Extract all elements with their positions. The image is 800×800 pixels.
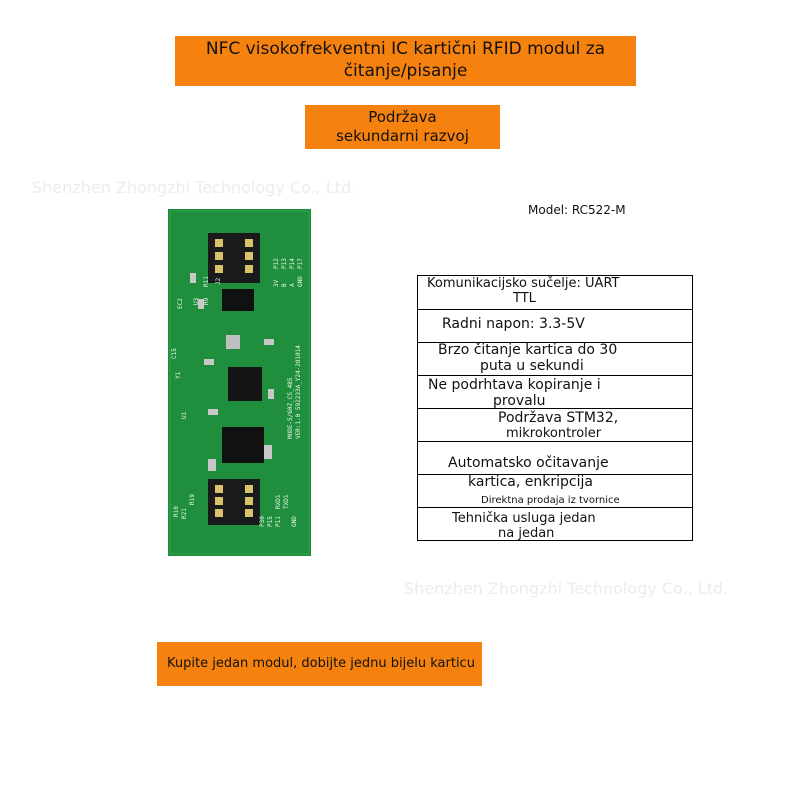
- factory-direct-note: Direktna prodaja iz tvornice: [481, 495, 620, 506]
- part-label-j2: J2: [215, 277, 222, 285]
- silkscreen-model: MODE-5/60Z_CS_485: [287, 377, 294, 439]
- spec-text: Podržava STM32,: [498, 410, 619, 426]
- spec-row: Ne podrhtava kopiranje i provalu: [418, 375, 692, 408]
- header-label-p11: P11: [275, 516, 282, 527]
- title-line-2: čitanje/pisanje: [343, 61, 468, 81]
- part-label-c15: C15: [171, 348, 178, 359]
- crystal: [226, 335, 240, 349]
- support-line-1: Podržava: [368, 108, 437, 126]
- header-label-gnd-bottom: GND: [291, 516, 298, 527]
- header-label-txd1: TXD1: [283, 494, 290, 509]
- header-label-p12: P12: [273, 258, 280, 269]
- title-banner: NFC visokofrekventni IC kartični RFID mo…: [175, 36, 636, 86]
- part-label-u1: U1: [181, 411, 188, 419]
- part-label-y1: Y1: [175, 371, 182, 379]
- spec-text: Radni napon: 3.3-5V: [442, 316, 585, 332]
- spec-row: Podržava STM32, mikrokontroler: [418, 408, 692, 441]
- spec-row: Komunikacijsko sučelje: UART TTL: [418, 276, 692, 309]
- spec-row: Radni napon: 3.3-5V: [418, 309, 692, 342]
- header-label-rxd1: RXD1: [275, 494, 282, 509]
- pin-label-a: A: [289, 283, 296, 287]
- spec-text: Ne podrhtava kopiranje i: [428, 377, 601, 393]
- buy-offer-banner: Kupite jedan modul, dobijte jednu bijelu…: [157, 642, 482, 686]
- main-ic: [228, 367, 262, 401]
- part-label-r21: R21: [181, 508, 188, 519]
- watermark-bottom: Shenzhen Zhongzhi Technology Co., Ltd.: [404, 579, 729, 598]
- silkscreen-version: VER:1.0 592233A_Y24-201014: [295, 345, 302, 439]
- pin-label-gnd: GND: [297, 276, 304, 287]
- part-label-u3: U3: [193, 297, 200, 305]
- spec-text: Tehnička usluga jedan: [452, 511, 596, 526]
- u3-chip: [222, 289, 254, 311]
- header-label-p15: P15: [267, 516, 274, 527]
- spec-row: kartica, enkripcija Direktna prodaja iz …: [418, 474, 692, 507]
- spec-text: Automatsko očitavanje: [448, 455, 609, 471]
- top-pin-header: [208, 233, 260, 283]
- part-label-r9: R9: [203, 297, 210, 305]
- header-label-p17: P17: [297, 258, 304, 269]
- header-label-p30: P30: [259, 516, 266, 527]
- spec-text: na jedan: [498, 526, 555, 540]
- part-label-ec2: EC2: [177, 298, 184, 309]
- header-label-p14: P14: [289, 258, 296, 269]
- support-banner: Podržava sekundarni razvoj: [305, 105, 500, 149]
- part-label-r10: R10: [173, 506, 180, 517]
- rc522-module-image: P12 P13 P14 P17 3V B A GND MODE-5/60Z_CS…: [168, 209, 311, 556]
- spec-text: kartica, enkripcija: [468, 474, 593, 490]
- spec-table: Komunikacijsko sučelje: UART TTL Radni n…: [417, 275, 693, 541]
- title-line-1: NFC visokofrekventni IC kartični RFID mo…: [205, 39, 606, 59]
- u1-chip: [222, 427, 264, 463]
- support-line-2: sekundarni razvoj: [336, 127, 469, 145]
- spec-row: Tehnička usluga jedan na jedan: [418, 507, 692, 540]
- pin-label-3v: 3V: [273, 279, 280, 287]
- spec-text: Brzo čitanje kartica do 30: [438, 342, 618, 358]
- header-label-p13: P13: [281, 258, 288, 269]
- watermark-top: Shenzhen Zhongzhi Technology Co., Ltd.: [32, 178, 357, 197]
- part-label-r19: R19: [189, 494, 196, 505]
- spec-text: Komunikacijsko sučelje: UART: [427, 276, 620, 291]
- part-label-r11: R11: [203, 276, 210, 287]
- model-label: Model: RC522-M: [528, 203, 626, 217]
- bottom-pin-header: [208, 479, 260, 525]
- spec-row: Brzo čitanje kartica do 30 puta u sekund…: [418, 342, 692, 375]
- spec-text: TTL: [513, 291, 536, 306]
- pin-label-b: B: [281, 283, 288, 287]
- spec-text: puta u sekundi: [480, 358, 584, 374]
- spec-text: provalu: [493, 393, 546, 409]
- spec-text: mikrokontroler: [506, 426, 602, 441]
- spec-row: Automatsko očitavanje: [418, 441, 692, 474]
